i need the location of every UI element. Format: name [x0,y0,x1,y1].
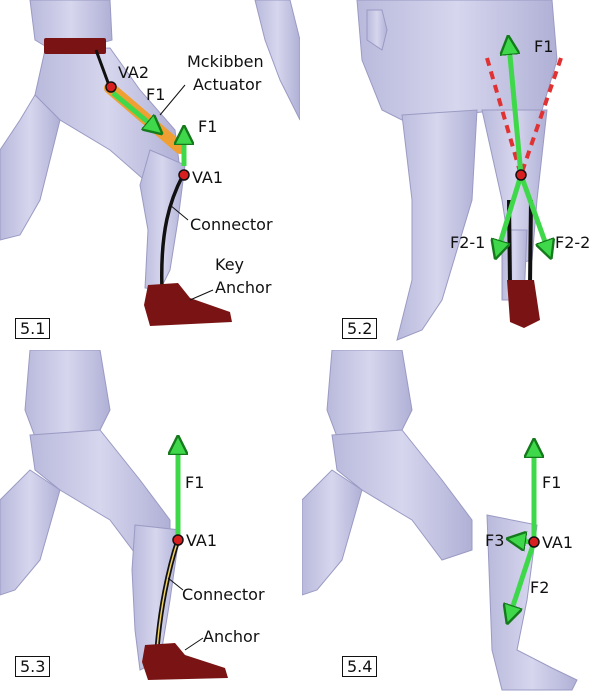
label-mckibben-line2: Actuator [193,75,262,94]
label-anchor: Anchor [215,278,272,297]
label-anchor: Anchor [203,627,260,646]
node-joint [516,170,526,180]
label-f2-1: F2-1 [450,233,485,252]
panel-5-2: F1 F2-1 F2-2 5.2 [302,0,603,346]
panel-5-3: F1 VA1 Connector Anchor 5.3 [0,350,300,696]
leader-anchor [190,290,213,300]
panel-5-4-drawing: F1 F3 VA1 F2 [302,350,603,696]
label-va1: VA1 [192,168,223,187]
label-f2-2: F2-2 [555,233,590,252]
label-f1: F1 [534,37,553,56]
foot-anchor [142,643,228,680]
label-key: Key [215,255,244,274]
panel-5-2-drawing: F1 F2-1 F2-2 [302,0,603,346]
foot-anchor [507,280,540,328]
label-connector: Connector [190,215,273,234]
label-va2: VA2 [118,63,149,82]
node-va2 [106,82,116,92]
label-f1: F1 [542,473,561,492]
cable-right [530,200,531,285]
label-connector: Connector [182,585,265,604]
label-f1: F1 [185,473,204,492]
panel-tag: 5.3 [15,656,50,677]
leader-anchor [185,638,203,650]
label-va1: VA1 [542,533,573,552]
panel-5-3-drawing: F1 VA1 Connector Anchor [0,350,300,696]
label-f1-up: F1 [198,117,217,136]
panel-tag: 5.1 [15,318,50,339]
body-figure [0,350,180,670]
panel-tag: 5.2 [342,318,377,339]
panel-5-1: VA2 F1 Mckibben Actuator F1 VA1 Connecto… [0,0,300,346]
panel-5-4: F1 F3 VA1 F2 5.4 [302,350,603,696]
label-mckibben-line1: Mckibben [187,52,264,71]
label-f1-diagonal: F1 [146,85,165,104]
label-f2: F2 [530,578,549,597]
node-va1 [529,537,539,547]
force-arrow-f3 [516,540,530,542]
panel-tag: 5.4 [342,656,377,677]
panel-5-1-drawing: VA2 F1 Mckibben Actuator F1 VA1 Connecto… [0,0,300,346]
label-va1: VA1 [186,531,217,550]
node-va1 [173,535,183,545]
label-f3: F3 [485,531,504,550]
node-va1 [179,170,189,180]
